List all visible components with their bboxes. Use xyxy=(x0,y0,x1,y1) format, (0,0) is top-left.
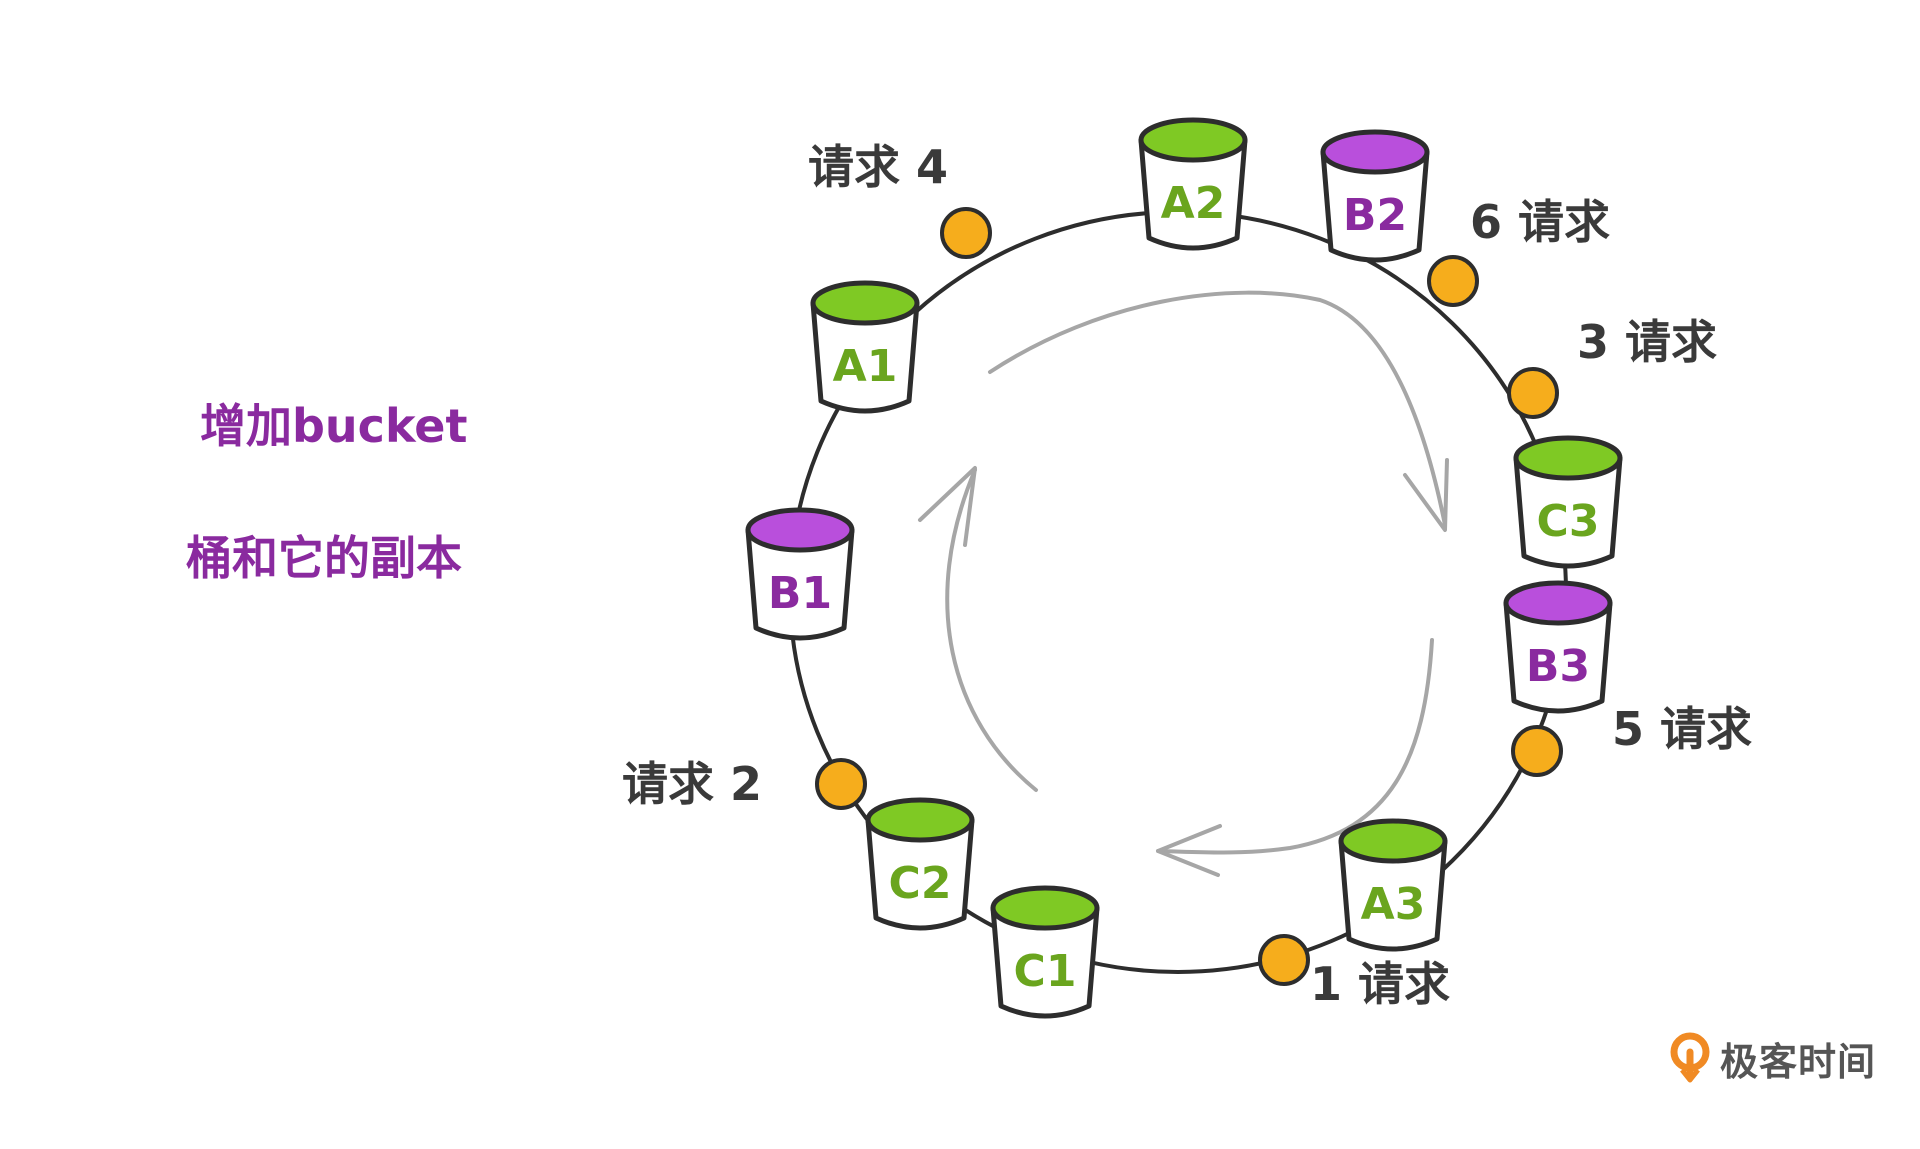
side-label-bucket-replicas: 桶和它的副本 xyxy=(186,531,462,585)
bucket-A1: A1 xyxy=(810,280,920,414)
request-label-r4: 请求 4 xyxy=(808,140,948,194)
geektime-logo-text: 极客时间 xyxy=(1720,1039,1877,1084)
bucket-label-C2: C2 xyxy=(889,858,952,909)
bucket-C3: C3 xyxy=(1513,435,1623,569)
bucket-label-A2: A2 xyxy=(1161,178,1226,229)
request-dot-r2 xyxy=(815,758,867,810)
side-label-add-bucket: 增加bucket xyxy=(200,399,468,453)
bucket-B2: B2 xyxy=(1320,129,1430,263)
bucket-label-B2: B2 xyxy=(1343,190,1407,241)
request-label-r3: 3 请求 xyxy=(1577,315,1717,369)
bucket-C2: C2 xyxy=(865,797,975,931)
flow-arrow-top xyxy=(988,290,1449,532)
bucket-B3: B3 xyxy=(1503,580,1613,714)
bucket-label-B3: B3 xyxy=(1526,641,1590,692)
flow-arrow-left xyxy=(918,466,1038,792)
bucket-A2: A2 xyxy=(1138,117,1248,251)
request-label-r1: 1 请求 xyxy=(1310,957,1450,1011)
bucket-B1: B1 xyxy=(745,507,855,641)
bucket-A3: A3 xyxy=(1338,818,1448,952)
bucket-C1: C1 xyxy=(990,885,1100,1019)
request-dot-r1 xyxy=(1258,934,1310,986)
request-label-r5: 5 请求 xyxy=(1612,702,1752,756)
bucket-label-A3: A3 xyxy=(1361,879,1426,930)
bucket-label-C3: C3 xyxy=(1537,496,1600,547)
geektime-logo-icon xyxy=(1670,1032,1710,1083)
request-dot-r6 xyxy=(1427,255,1479,307)
bucket-label-C1: C1 xyxy=(1014,946,1077,997)
request-dot-r4 xyxy=(940,207,992,259)
bucket-label-B1: B1 xyxy=(768,568,832,619)
bucket-label-A1: A1 xyxy=(833,341,898,392)
request-label-r6: 6 请求 xyxy=(1470,195,1610,249)
request-dot-r5 xyxy=(1511,725,1563,777)
flow-arrow-right xyxy=(1156,638,1434,877)
request-label-r2: 请求 2 xyxy=(622,757,762,811)
geektime-logo: 极客时间 xyxy=(1668,1028,1876,1088)
request-dot-r3 xyxy=(1507,367,1559,419)
